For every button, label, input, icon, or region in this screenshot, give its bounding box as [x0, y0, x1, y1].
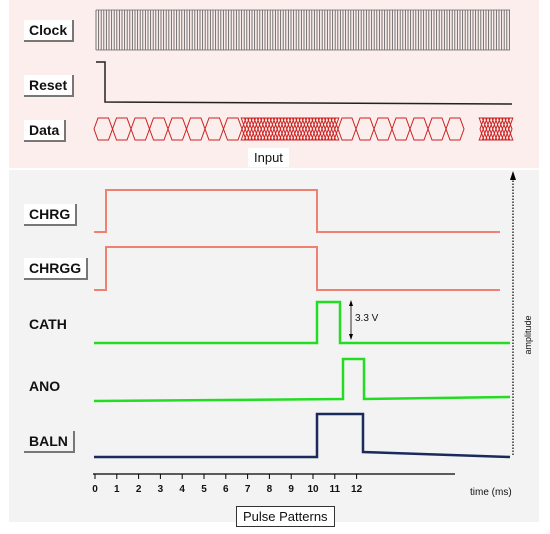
time-tick-label: 3 — [157, 484, 164, 495]
data-bus-transitions — [93, 117, 514, 141]
signal-label-chrg: CHRG — [24, 204, 78, 226]
time-tick-label: 11 — [329, 484, 341, 495]
time-tick-label: 8 — [266, 484, 273, 495]
input-caption: Input — [248, 148, 289, 167]
time-tick-label: 0 — [92, 484, 98, 495]
time-tick-label: 4 — [179, 484, 185, 495]
signal-label-baln: BALN — [24, 431, 75, 453]
pulse-panel — [9, 170, 539, 522]
signal-label-data: Data — [24, 120, 67, 142]
time-axis-label: time (ms) — [470, 487, 512, 498]
chrgg-waveform — [94, 246, 500, 291]
pulse-patterns-caption: Pulse Patterns — [236, 506, 335, 527]
ano-waveform — [93, 357, 511, 403]
voltage-arrow-down — [349, 334, 353, 340]
pulse-waveforms — [93, 189, 511, 459]
time-tick-label: 7 — [244, 484, 251, 495]
time-tick-label: 10 — [307, 484, 319, 495]
amplitude-axis-label: amplitude — [523, 315, 533, 355]
baln-waveform — [94, 412, 511, 459]
signal-label-chrgg: CHRGG — [24, 258, 89, 280]
time-tick-label: 12 — [351, 484, 363, 495]
time-tick-label: 5 — [201, 484, 207, 495]
time-tick-label: 6 — [223, 484, 229, 495]
signal-label-reset: Reset — [24, 75, 75, 97]
reset-waveform — [96, 61, 513, 105]
chrg-waveform — [94, 189, 500, 233]
signal-label-cath: CATH — [29, 316, 67, 332]
cath-waveform — [94, 300, 510, 345]
data-waveform — [93, 117, 514, 141]
clock-waveform — [95, 9, 510, 51]
signal-label-clock: Clock — [24, 20, 75, 42]
time-tick-label: 9 — [288, 484, 294, 495]
amplitude-arrowhead — [510, 171, 516, 180]
voltage-arrow-up — [349, 300, 353, 306]
time-axis-ticks — [94, 474, 358, 479]
time-tick-label: 2 — [135, 484, 142, 495]
signal-label-ano: ANO — [29, 378, 61, 394]
voltage-annotation: 3.3 V — [355, 313, 379, 324]
time-tick-label: 1 — [114, 484, 120, 495]
clock-pulses — [95, 10, 510, 50]
